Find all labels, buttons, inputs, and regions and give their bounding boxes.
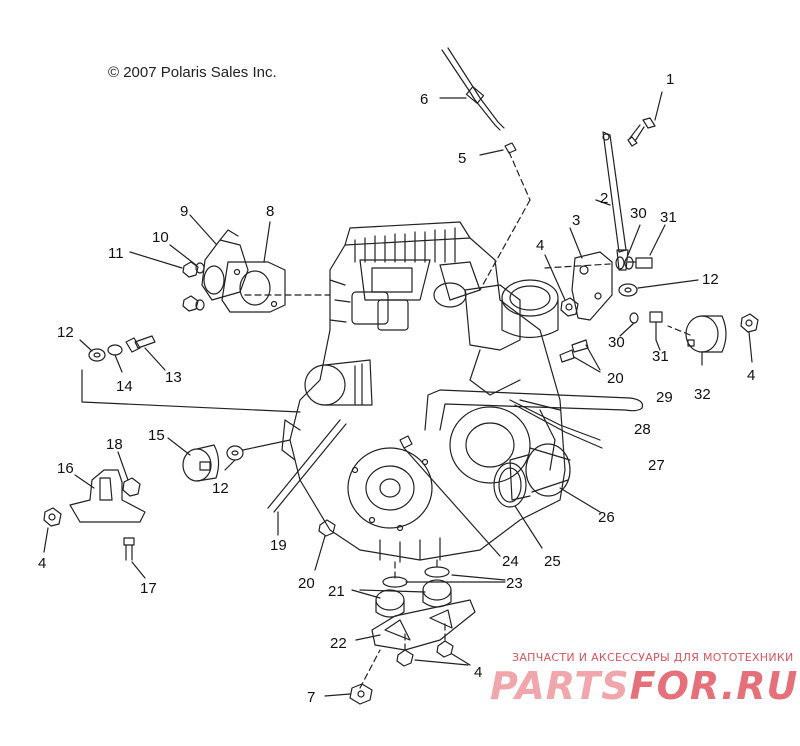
bolt-set-13: [79, 335, 301, 413]
callout-5: 5: [458, 150, 466, 167]
nut-7: [324, 683, 373, 705]
boot-26: [509, 443, 601, 513]
callout-8: 8: [266, 203, 274, 220]
callout-12a: 12: [702, 271, 719, 288]
bolt-17: [123, 537, 146, 579]
callout-22: 22: [330, 635, 347, 652]
callout-4d: 4: [474, 664, 482, 681]
nuts-11: [129, 251, 205, 312]
nut-4-bracket: [544, 254, 579, 317]
washers-23: [405, 574, 506, 583]
callout-26: 26: [598, 509, 615, 526]
callout-4b: 4: [747, 367, 755, 384]
nut-4-right: [740, 313, 759, 363]
callout-6: 6: [420, 91, 428, 108]
callout-31b: 31: [652, 348, 669, 365]
callout-13: 13: [165, 369, 182, 386]
callout-25: 25: [544, 553, 561, 570]
callout-21: 21: [328, 583, 345, 600]
callout-10: 10: [152, 229, 169, 246]
callout-27: 27: [648, 457, 665, 474]
callout-28: 28: [634, 421, 651, 438]
mount-plate-22: [355, 599, 476, 651]
callout-23: 23: [506, 575, 523, 592]
callout-4a: 4: [536, 237, 544, 254]
watermark-logo: PARTSFOR.RU: [490, 664, 798, 708]
callout-30b: 30: [608, 334, 625, 351]
watermark-brand-part2: FOR.RU: [629, 664, 799, 708]
washer-10: [169, 244, 205, 274]
rubber-mount-32: [685, 315, 727, 366]
callout-30a: 30: [630, 205, 647, 222]
callout-19: 19: [270, 537, 287, 554]
callout-15: 15: [148, 427, 165, 444]
mount-21-left: [351, 576, 408, 618]
callout-9: 9: [180, 203, 188, 220]
callout-12b: 12: [57, 324, 74, 341]
nut-18: [117, 451, 141, 497]
callout-17: 17: [140, 580, 157, 597]
screws-20-upper: [559, 339, 601, 373]
coolant-tube: [424, 389, 644, 449]
callout-18: 18: [106, 436, 123, 453]
callout-1: 1: [666, 71, 674, 88]
bolt-1: [627, 91, 663, 147]
callout-4c: 4: [38, 555, 46, 572]
callout-11: 11: [108, 245, 124, 262]
bracket-3: [569, 227, 613, 321]
callout-29: 29: [656, 389, 673, 406]
hose-19: [267, 419, 347, 536]
link-rod-2: [595, 131, 629, 271]
nut-5: [479, 142, 517, 156]
callout-24: 24: [502, 553, 519, 570]
washer-bolt-set-upper: [615, 224, 666, 270]
watermark-brand-part1: PARTS: [490, 664, 630, 708]
callout-7: 7: [307, 689, 315, 706]
thermostat-housing-9: [189, 214, 249, 301]
callout-14: 14: [116, 378, 133, 395]
callout-20a: 20: [607, 370, 624, 387]
washer-bolt-set-lower: [619, 311, 663, 351]
clamp-25: [493, 462, 543, 549]
bracket-16: [69, 469, 146, 523]
nut-20-lower: [314, 519, 336, 571]
gasket-8: [221, 221, 286, 313]
callout-3: 3: [572, 212, 580, 229]
cable-6: [439, 47, 505, 131]
washer-12-middle: [224, 439, 291, 471]
guide-lines: [244, 151, 691, 689]
mount-21-right: [359, 566, 452, 608]
callout-20b: 20: [298, 575, 315, 592]
engine-assembly: [281, 221, 566, 563]
callout-16: 16: [57, 460, 74, 477]
callout-32: 32: [694, 386, 711, 403]
washer-12-upper: [618, 279, 699, 297]
nut-4-left: [43, 507, 62, 553]
fitting-24: [399, 435, 501, 557]
callout-numbers: 1 2 3 4 4 4 4 5 6 7 8 9 10 11 12 12 12 1…: [38, 71, 755, 706]
callout-31a: 31: [660, 209, 677, 226]
callout-12c: 12: [212, 480, 229, 497]
copyright-notice: © 2007 Polaris Sales Inc.: [108, 64, 277, 81]
callout-2: 2: [600, 190, 608, 207]
rubber-mount-15: [167, 437, 220, 482]
nuts-4-bottom: [396, 640, 471, 667]
watermark-tagline: ЗАПЧАСТИ И АКСЕССУАРЫ ДЛЯ МОТОТЕХНИКИ: [512, 651, 794, 664]
